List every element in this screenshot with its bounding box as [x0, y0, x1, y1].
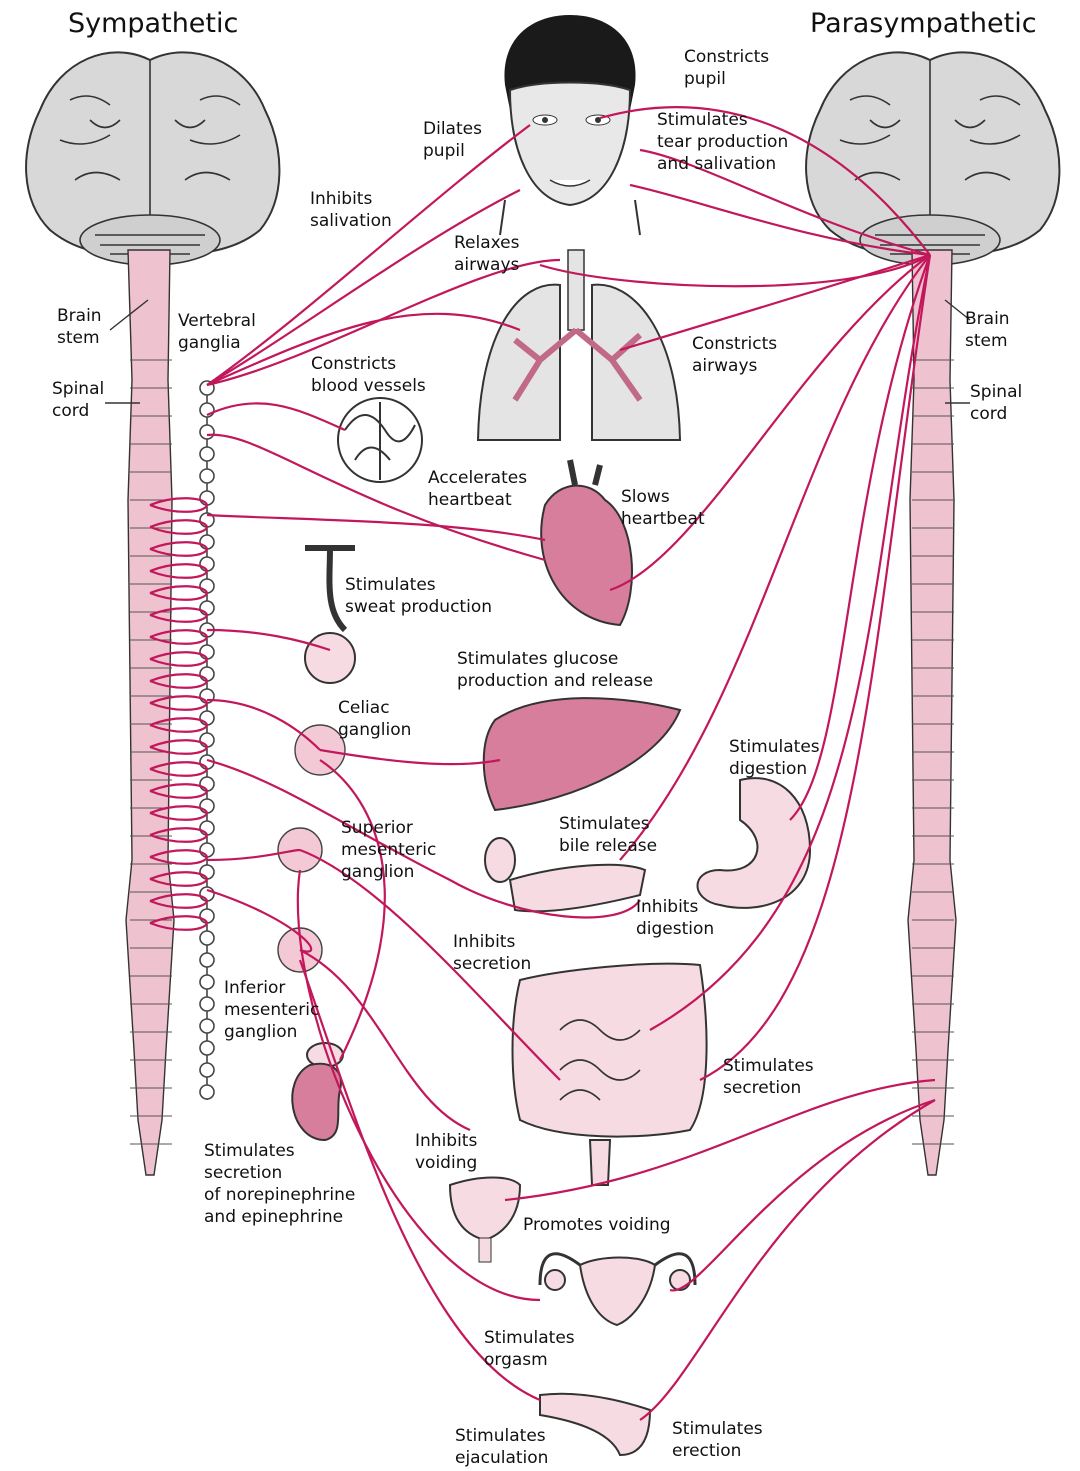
- leader-lines: [105, 299, 971, 404]
- inferior-mesenteric-label: Inferior mesenteric ganglion: [224, 978, 320, 1042]
- sympathetic-title: Sympathetic: [68, 8, 239, 39]
- vertebral-ganglion: [199, 952, 215, 968]
- vertebral-ganglion: [199, 930, 215, 946]
- vertebral-ganglion: [199, 1018, 215, 1034]
- spinal-nerve-coil: [149, 607, 209, 623]
- relaxes-airways-label: Relaxes airways: [454, 233, 520, 275]
- left-spinal-cord: [125, 249, 175, 1176]
- vertebral-ganglion: [199, 424, 215, 440]
- vertebral-ganglion: [199, 974, 215, 990]
- right-spinal-cord: [907, 249, 957, 1176]
- stimulates-bile-label: Stimulates bile release: [559, 814, 658, 856]
- celiac-ganglion-label: Celiac ganglion: [338, 698, 412, 740]
- inhibits-salivation-label: Inhibits salivation: [310, 189, 392, 231]
- spinal-cord-left-label: Spinal cord: [52, 379, 105, 421]
- spinal-nerve-coil: [149, 563, 209, 579]
- inhibits-voiding-label: Inhibits voiding: [415, 1131, 478, 1173]
- vertebral-ganglion: [199, 1040, 215, 1056]
- liver: [482, 697, 682, 812]
- parasympathetic-title: Parasympathetic: [810, 8, 1037, 39]
- spinal-nerve-coil: [149, 541, 209, 557]
- uterus: [538, 1252, 697, 1327]
- lungs: [476, 249, 682, 441]
- gallbladder-pancreas: [484, 837, 647, 913]
- constricts-pupil-label: Constricts pupil: [684, 47, 770, 89]
- spinal-nerve-coil: [149, 497, 209, 513]
- superior-mesenteric-label: Superior mesenteric ganglion: [341, 818, 437, 882]
- inhibits-digestion-label: Inhibits digestion: [636, 897, 715, 939]
- spinal-nerve-coil: [149, 893, 209, 909]
- spinal-nerve-coil: [149, 629, 209, 645]
- abdominal-ganglia: [277, 724, 346, 973]
- stomach: [696, 777, 812, 909]
- spinal-nerve-coil: [149, 783, 209, 799]
- heart: [540, 459, 633, 627]
- spinal-nerve-coil: [149, 739, 209, 755]
- vertebral-ganglion: [199, 446, 215, 462]
- brain-stem-left-label: Brain stem: [57, 306, 102, 348]
- constricts-vessels-label: Constricts blood vessels: [311, 354, 426, 396]
- stimulates-orgasm-label: Stimulates orgasm: [484, 1328, 575, 1370]
- left-brain: [25, 51, 281, 266]
- spinal-nerve-coil: [149, 651, 209, 667]
- adrenal-kidney: [291, 1042, 344, 1142]
- spinal-nerve-coil: [149, 849, 209, 865]
- nerve-fibers: [206, 106, 936, 1421]
- right-brain: [805, 51, 1061, 266]
- vertebral-ganglion: [199, 468, 215, 484]
- brain-stem-right-label: Brain stem: [965, 309, 1010, 351]
- stimulates-norepinephrine-label: Stimulates secretion of norepinephrine a…: [204, 1141, 356, 1227]
- stimulates-glucose-label: Stimulates glucose production and releas…: [457, 649, 654, 691]
- spinal-nerve-coil: [149, 585, 209, 601]
- vertebral-ganglion: [199, 1062, 215, 1078]
- vertebral-ganglia-chain: [149, 380, 215, 1100]
- vertebral-ganglion: [199, 1084, 215, 1100]
- vertebral-ganglia-label: Vertebral ganglia: [178, 311, 256, 353]
- head: [499, 15, 641, 236]
- vertebral-ganglion: [199, 996, 215, 1012]
- stimulates-digestion-label: Stimulates digestion: [729, 737, 820, 779]
- inhibits-secretion-label: Inhibits secretion: [453, 932, 532, 974]
- spinal-nerve-coil: [149, 519, 209, 535]
- stimulates-sweat-label: Stimulates sweat production: [345, 575, 492, 617]
- accelerates-heartbeat-label: Accelerates heartbeat: [428, 468, 528, 510]
- constricts-airways-label: Constricts airways: [692, 334, 778, 376]
- slows-heartbeat-label: Slows heartbeat: [621, 487, 705, 529]
- spinal-nerve-coil: [149, 805, 209, 821]
- spinal-nerve-coil: [149, 717, 209, 733]
- bladder: [448, 1176, 522, 1263]
- stimulates-ejaculation-label: Stimulates ejaculation: [455, 1426, 549, 1468]
- spinal-nerve-coil: [149, 871, 209, 887]
- stimulates-tear-label: Stimulates tear production and salivatio…: [657, 110, 789, 174]
- spinal-cord-right-label: Spinal cord: [970, 382, 1023, 424]
- spinal-nerve-coil: [149, 827, 209, 843]
- dilates-pupil-label: Dilates pupil: [423, 119, 482, 161]
- promotes-voiding-label: Promotes voiding: [523, 1215, 671, 1235]
- spinal-nerve-coil: [149, 673, 209, 689]
- stimulates-secretion-label: Stimulates secretion: [723, 1056, 814, 1098]
- stimulates-erection-label: Stimulates erection: [672, 1419, 763, 1461]
- spinal-nerve-coil: [149, 695, 209, 711]
- spinal-nerve-coil: [149, 761, 209, 777]
- intestines: [511, 962, 708, 1186]
- penis: [539, 1392, 652, 1457]
- spinal-nerve-coil: [149, 915, 209, 931]
- blood-vessels: [337, 397, 423, 483]
